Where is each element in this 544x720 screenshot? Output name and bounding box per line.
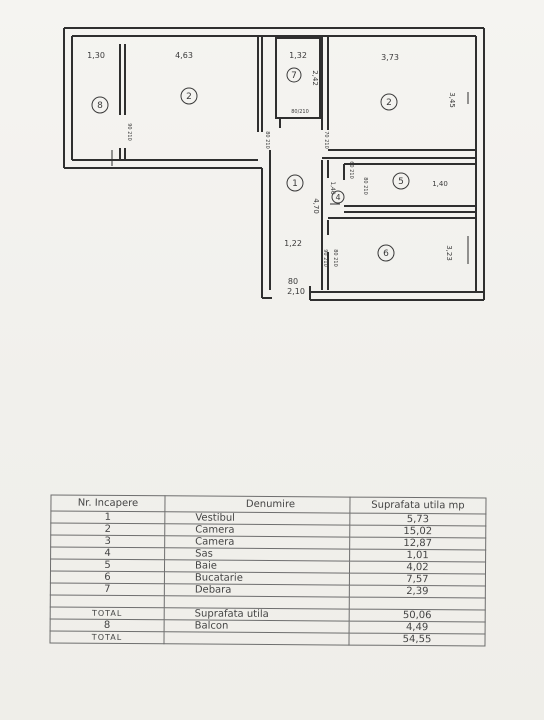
grand-total-label: TOTAL (49, 630, 165, 644)
balcony-area: 4,49 (349, 621, 486, 635)
row-area: 15,02 (349, 525, 486, 539)
spacer-cell (349, 597, 486, 611)
door-label-sas: 60 210 (348, 161, 354, 179)
dim-room2-width: 4,63 (175, 51, 193, 60)
room-circle-1 (286, 174, 304, 192)
row-area: 7,57 (349, 573, 486, 587)
row-area: 4,02 (349, 561, 486, 575)
dim-door-width: 80 (288, 277, 298, 286)
room-number-7: 7 (291, 71, 297, 81)
row-area: 2,39 (349, 585, 486, 599)
row-nr: 2 (50, 522, 165, 536)
dim-hall-length: 4,70 (312, 198, 320, 214)
row-nr: 3 (50, 534, 165, 548)
table-grand-total-row: TOTAL 54,55 (49, 630, 486, 647)
grand-total-name (163, 631, 350, 646)
door-label-room3: 70 210 (323, 131, 329, 149)
room-number-6: 6 (383, 249, 389, 259)
header-name: Denumire (164, 495, 351, 514)
row-nr: 7 (50, 582, 165, 596)
room-circle-8 (91, 96, 109, 114)
room-circle-5 (392, 172, 410, 190)
row-area: 12,87 (349, 537, 486, 551)
room-number-8: 8 (97, 101, 103, 111)
spacer-cell (50, 594, 165, 608)
dim-kitchen-height: 3,23 (445, 245, 453, 261)
dim-balcony-width: 1,30 (87, 51, 105, 60)
door-label-kitchen: 90 210 (322, 249, 328, 267)
dim-room3-width: 3,73 (381, 53, 399, 62)
room-number-1: 1 (292, 179, 298, 189)
header-nr: Nr. Incapere (50, 494, 166, 512)
dim-room3-height: 3,45 (448, 92, 456, 108)
dim-bath-width: 1,40 (432, 180, 448, 188)
total-area: 50,06 (349, 609, 486, 623)
dim-door-height: 2,10 (287, 287, 305, 296)
row-nr: 6 (50, 570, 165, 584)
dim-hall-width: 1,22 (284, 239, 302, 248)
room-number-3: 2 (386, 98, 392, 108)
row-nr: 5 (50, 558, 165, 572)
row-area: 5,73 (349, 513, 486, 527)
wall-storage (275, 37, 321, 119)
door-label-bath: 80 210 (362, 177, 368, 195)
room-number-4: 4 (335, 193, 340, 202)
dim-storage-height: 2,42 (311, 70, 319, 86)
room-number-2: 2 (186, 92, 192, 102)
floor-plan: 8 2 7 2 1 4 5 6 1,30 4,63 1,32 3,73 1,22… (63, 27, 485, 301)
dim-sas: 1,40 (329, 181, 336, 195)
room-number-5: 5 (398, 177, 404, 187)
area-table: Nr. Incapere Denumire Suprafata utila mp… (49, 494, 487, 686)
rooms-table: Nr. Incapere Denumire Suprafata utila mp… (49, 494, 487, 647)
balcony-nr: 8 (50, 618, 165, 632)
row-area: 1,01 (349, 549, 486, 563)
header-area: Suprafata utila mp (349, 497, 487, 515)
room-circle-6 (377, 244, 395, 262)
door-label-storage: 80/210 (291, 109, 309, 115)
room-circle-2 (180, 87, 198, 105)
row-nr: 1 (50, 510, 165, 524)
dim-storage-width: 1,32 (289, 51, 307, 60)
row-nr: 4 (50, 546, 165, 560)
room-circle-7 (286, 67, 302, 83)
door-label-room2: 80 210 (264, 131, 270, 149)
room-circle-4 (331, 190, 345, 204)
door-label-kitchen-b: 80 210 (332, 249, 338, 267)
door-label-balcony: 90 210 (126, 123, 132, 141)
total-label: TOTAL (50, 606, 165, 620)
grand-total-area: 54,55 (348, 633, 486, 647)
room-circle-3 (380, 93, 398, 111)
